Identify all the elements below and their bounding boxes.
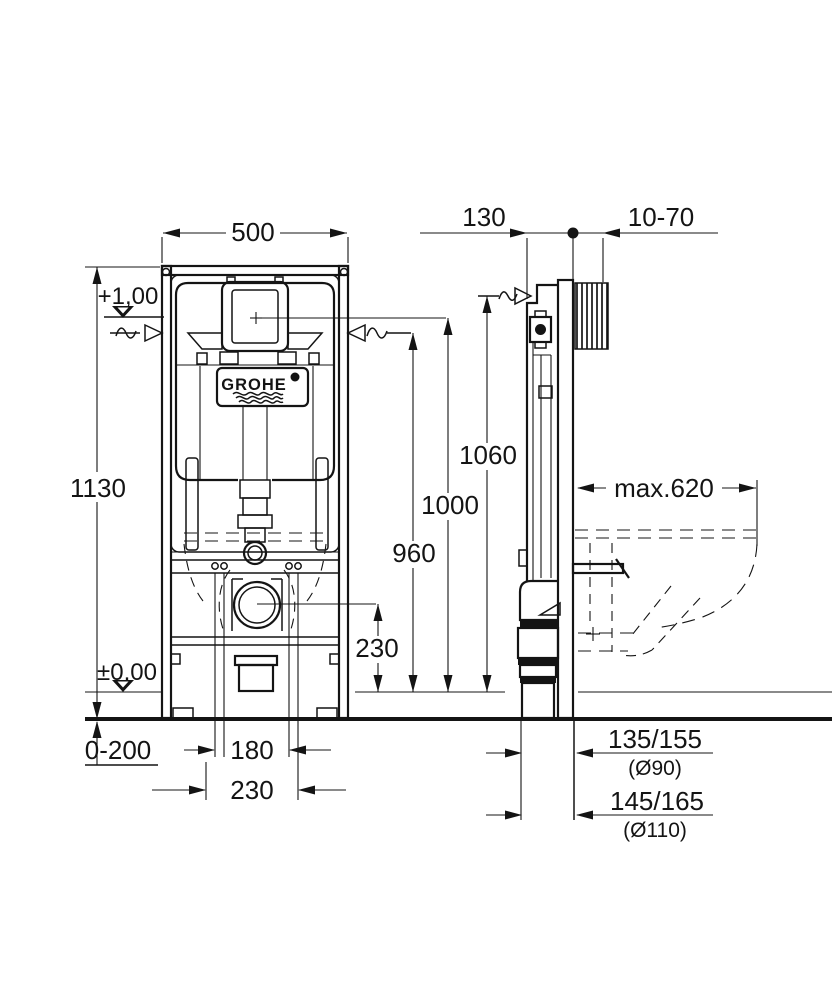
dim-outlet-110-dia: (Ø110) <box>623 819 687 842</box>
dim-arrow-icon <box>330 228 347 238</box>
break-arrow-icon <box>346 323 366 343</box>
flush-plate-window <box>220 276 290 353</box>
level-markers: +1,00 ±0,00 <box>97 283 164 692</box>
dim-outlet-90: 135/155 <box>608 724 702 754</box>
bowl-outline-side <box>575 529 758 657</box>
wall-anchor-hatch <box>574 282 609 350</box>
dim-arrow-icon <box>163 228 180 238</box>
dim-arrow-icon <box>92 702 102 719</box>
dim-frame-width: 500 <box>231 217 274 247</box>
outlet-bend-side <box>516 579 561 720</box>
break-arrow-icon <box>514 286 533 306</box>
corner-screw-icon <box>339 267 349 277</box>
dim-dot-icon <box>567 227 579 239</box>
dim-arrow-icon <box>510 228 527 238</box>
foot-plate <box>172 707 194 719</box>
bolt-hole-icon <box>285 562 293 570</box>
dim-cut-height: 1060 <box>459 440 517 470</box>
grohe-logo: GROHE <box>215 366 310 408</box>
side-view <box>516 238 758 820</box>
water-inlet-valve <box>528 310 553 349</box>
dim-plate-height: 1000 <box>421 490 479 520</box>
dim-outlet-height: 230 <box>355 633 398 663</box>
bolt-hole-icon <box>211 562 219 570</box>
dim-floor-adjust: 0-200 <box>85 735 152 765</box>
upper-level-label: +1,00 <box>98 283 159 310</box>
dim-frame-depth: 130 <box>462 202 505 232</box>
registered-mark-icon <box>290 372 300 382</box>
bowl-outline-front <box>183 532 327 633</box>
dim-outlet-110: 145/165 <box>610 786 704 816</box>
brand-logo-text: GROHE <box>221 376 287 394</box>
dim-waterline-height: 960 <box>392 538 435 568</box>
bolt-hole-icon <box>294 562 302 570</box>
foot-plate <box>316 707 338 719</box>
bolt-hole-icon <box>220 562 228 570</box>
flush-pipe <box>237 406 273 566</box>
frame-rail-side <box>556 278 575 720</box>
dim-bowl-depth-max: max.620 <box>614 473 714 503</box>
dim-bracket-range: 10-70 <box>628 202 695 232</box>
floor-lines <box>85 691 832 721</box>
outlet-connector <box>231 578 376 631</box>
dimensions: 500 130 10-70 1130 960 1000 1060 <box>70 202 758 842</box>
break-wave-icon <box>366 327 388 339</box>
dim-bolt-spacing-narrow: 180 <box>230 735 273 765</box>
outlet-socket <box>233 654 279 667</box>
dim-arrow-icon <box>92 267 102 284</box>
break-wave-icon <box>115 327 137 339</box>
dim-arrow-icon <box>603 228 620 238</box>
dim-frame-height: 1130 <box>70 473 126 503</box>
mounting-bolt-side <box>571 558 630 579</box>
dim-bolt-spacing-wide: 230 <box>230 775 273 805</box>
break-symbols <box>110 286 533 343</box>
break-arrow-icon <box>144 323 164 343</box>
front-view: GROHE <box>160 264 376 720</box>
corner-screw-icon <box>161 267 171 277</box>
dim-outlet-90-dia: (Ø90) <box>628 757 682 780</box>
